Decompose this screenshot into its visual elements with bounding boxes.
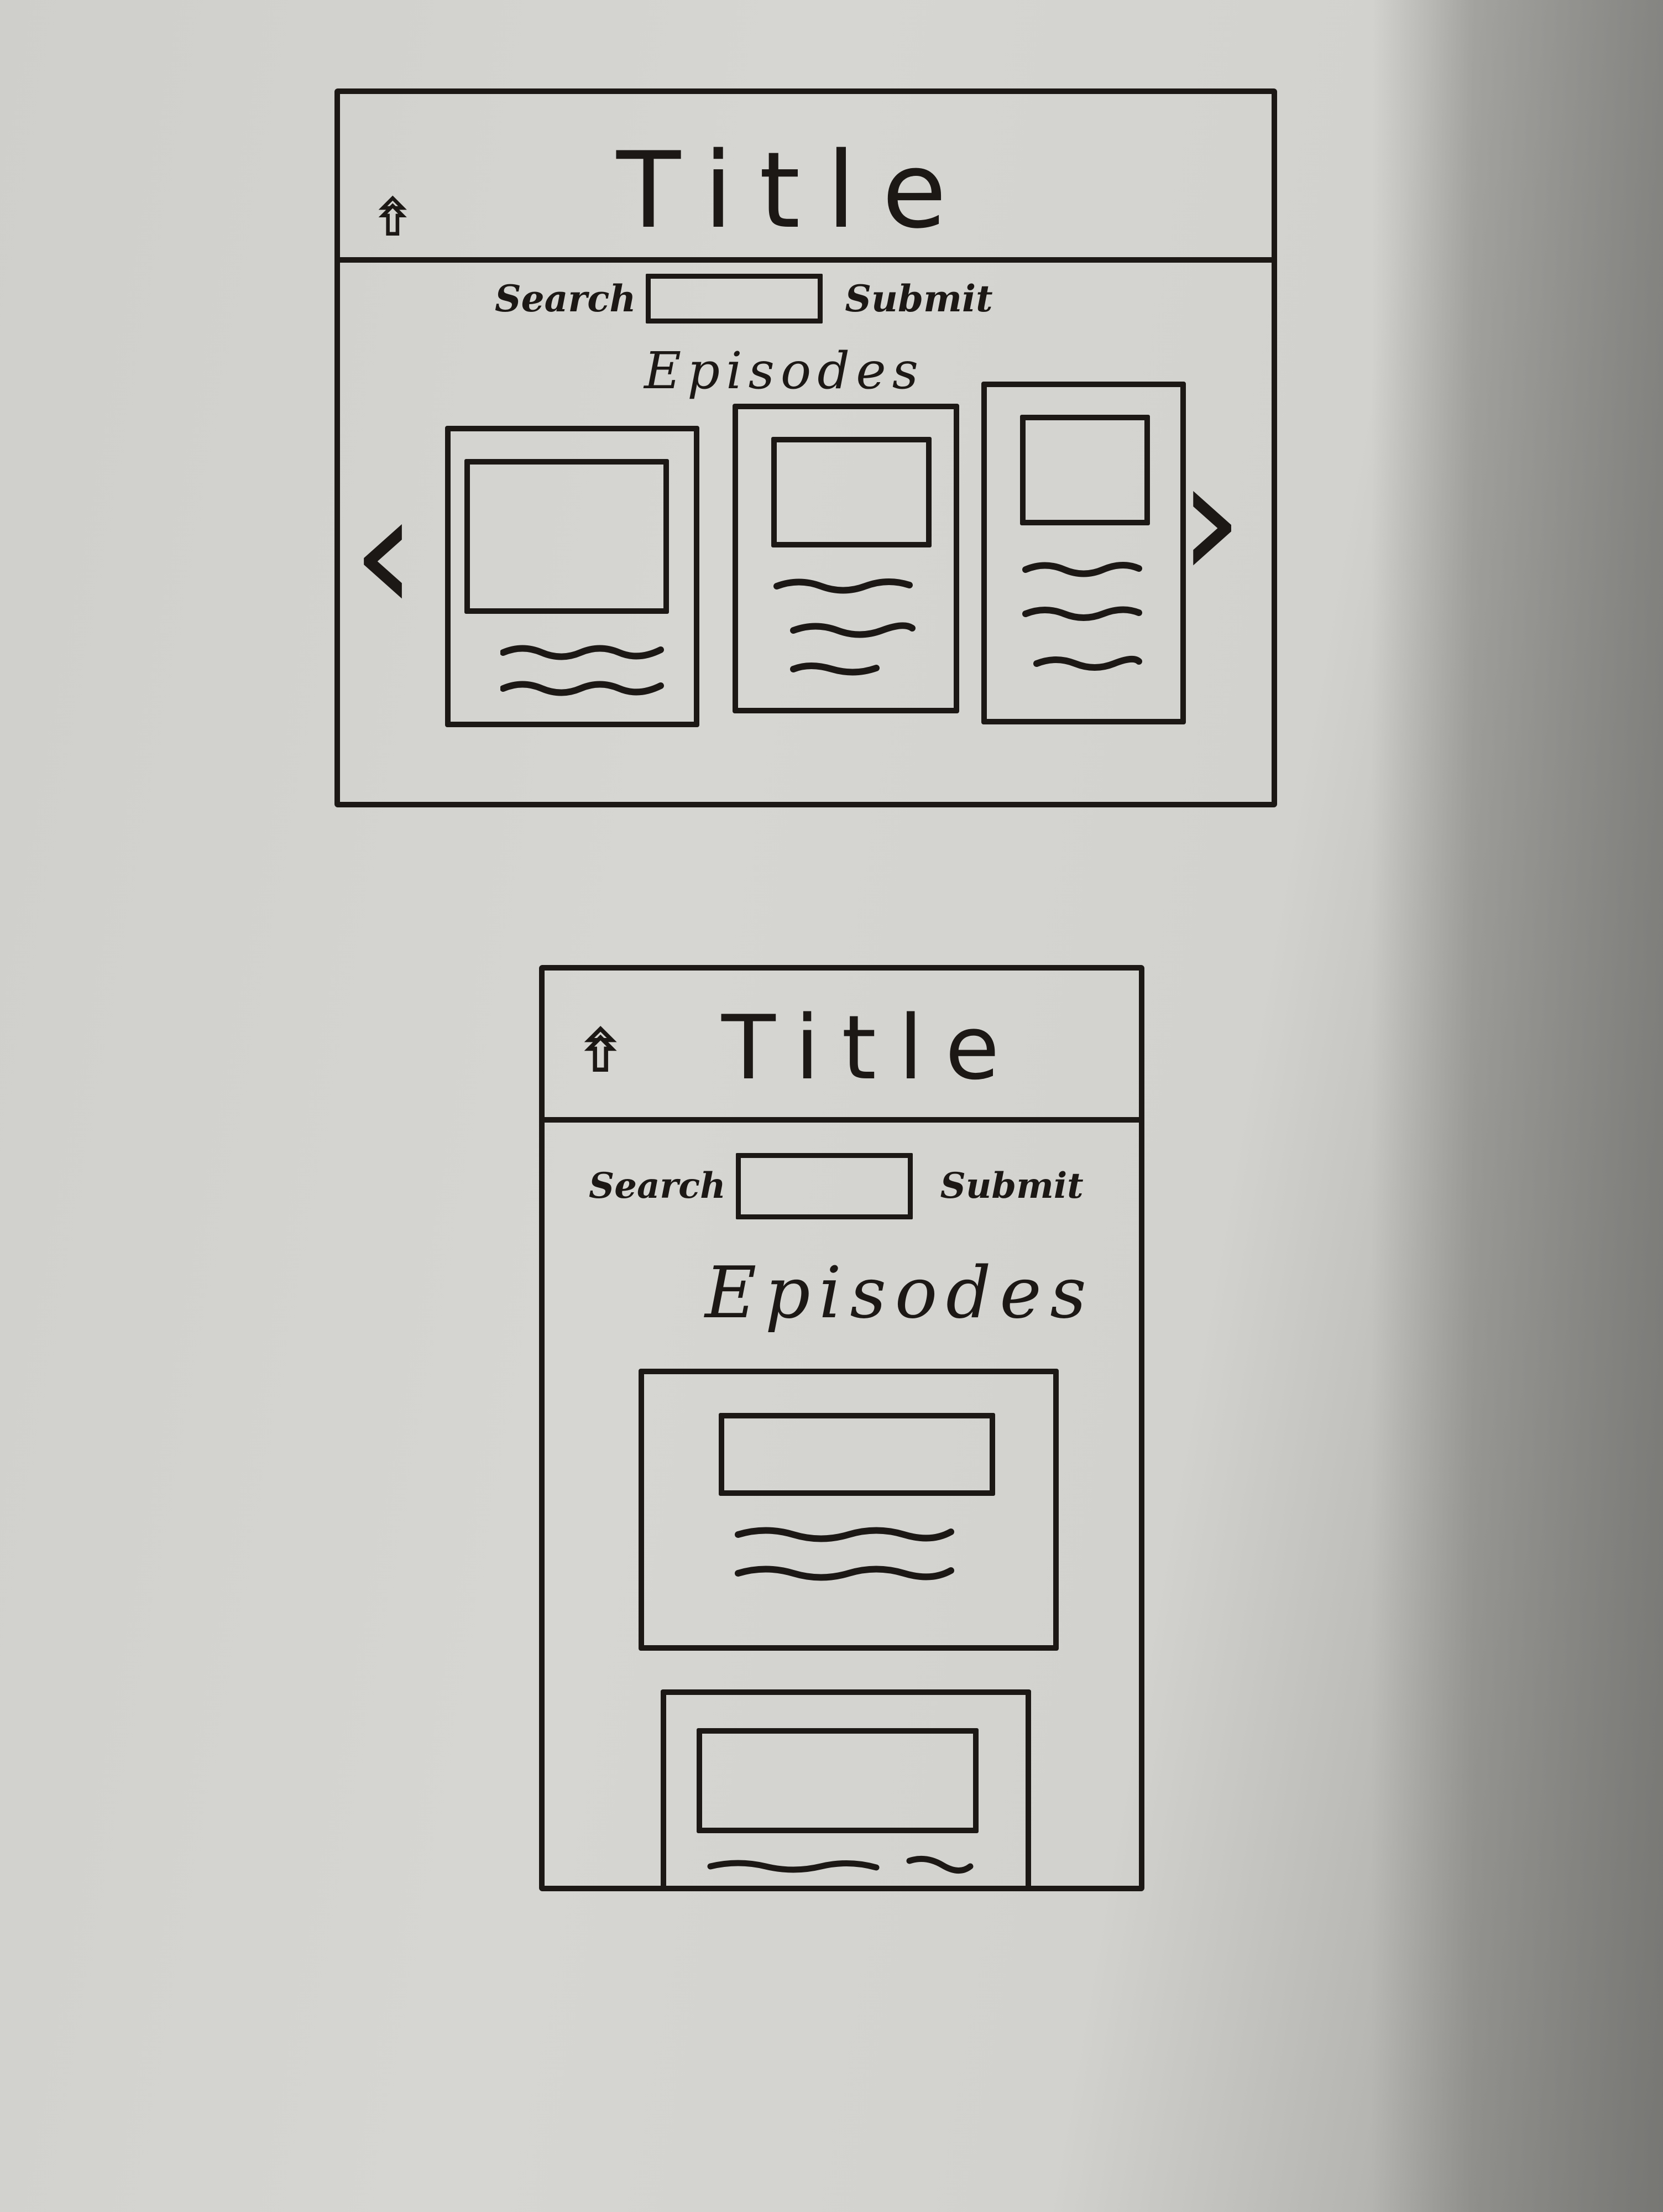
search-input[interactable] (735, 1153, 913, 1219)
episode-card[interactable] (639, 1369, 1059, 1651)
next-arrow-icon[interactable]: › (1178, 423, 1244, 616)
desktop-header: ⇮ Title (340, 94, 1272, 263)
search-input[interactable] (646, 274, 823, 324)
submit-button[interactable]: Submit (845, 277, 993, 320)
page-title: Title (721, 996, 1022, 1099)
page-title: Title (616, 129, 973, 252)
episode-thumbnail (697, 1728, 979, 1833)
episode-thumbnail (1020, 415, 1150, 525)
episode-card[interactable] (981, 382, 1186, 724)
search-bar: Search Submit (589, 1153, 1084, 1219)
home-icon[interactable]: ⇮ (575, 1015, 626, 1086)
episodes-heading: Episodes (705, 1252, 1095, 1334)
search-label: Search (495, 277, 636, 320)
mobile-wireframe: ⇮ Title Search Submit Episodes (539, 965, 1144, 1891)
episode-thumbnail (771, 437, 932, 547)
episode-text-lines (773, 578, 916, 676)
prev-arrow-icon[interactable]: ‹ (351, 456, 417, 649)
desktop-wireframe: ⇮ Title Search Submit Episodes ‹ › (334, 88, 1277, 807)
episode-text-lines (500, 645, 664, 696)
episode-thumbnail (464, 459, 669, 614)
mobile-header: ⇮ Title (545, 971, 1139, 1123)
submit-button[interactable]: Submit (940, 1165, 1084, 1207)
episode-card[interactable] (661, 1689, 1031, 1888)
episode-card[interactable] (445, 426, 699, 727)
wall-shadow (1371, 0, 1663, 2212)
home-icon[interactable]: ⇮ (370, 186, 415, 248)
episode-text-lines (707, 1855, 974, 1874)
episode-thumbnail (719, 1413, 995, 1496)
episodes-heading: Episodes (644, 341, 924, 400)
search-label: Search (589, 1165, 726, 1207)
search-bar: Search Submit (495, 274, 993, 324)
episode-text-lines (735, 1527, 954, 1581)
episode-text-lines (1022, 561, 1142, 671)
episode-card[interactable] (733, 404, 959, 713)
